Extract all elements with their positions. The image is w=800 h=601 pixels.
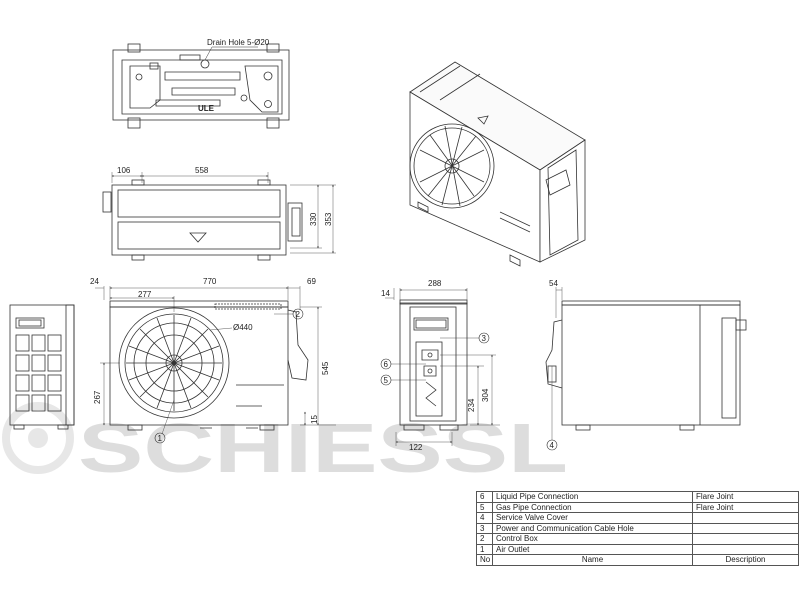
part-no: 4 [476, 512, 493, 524]
callout-3-marker [478, 332, 490, 344]
part-no: 2 [476, 533, 493, 545]
dim-front-fan-center-height: 267 [93, 390, 102, 404]
dim-plan-left-offset: 106 [117, 166, 131, 175]
part-no: 5 [476, 501, 493, 513]
part-description: Flare Joint [692, 501, 799, 513]
part-description [692, 512, 799, 524]
dim-side-base-width: 122 [409, 443, 423, 452]
side-view-left [9, 304, 75, 430]
table-row: 3 Power and Communication Cable Hole [476, 522, 799, 534]
front-view: 24 770 69 277 Ø440 545 267 15 1 2 [90, 277, 336, 444]
callout-5: 5 [384, 376, 389, 385]
side-view-right: 14 288 122 234 304 3 6 5 [380, 279, 500, 452]
dim-plan-width: 558 [195, 166, 209, 175]
callout-6: 6 [384, 360, 389, 369]
callout-1: 1 [158, 434, 163, 443]
callout-2: 2 [296, 310, 301, 319]
part-name: Air Outlet [492, 543, 693, 555]
top-view: Drain Hole 5-Ø20 ULE [112, 38, 290, 129]
grille-text: ULE [198, 104, 215, 113]
plan-view: 106 558 330 353 [102, 166, 336, 261]
isometric-view [409, 61, 586, 267]
callout-4: 4 [550, 441, 555, 450]
dim-front-fan-offset: 277 [138, 290, 152, 299]
header-name: Name [492, 554, 693, 566]
part-no: 3 [476, 522, 493, 534]
dim-rear-top-offset: 54 [549, 279, 558, 288]
dim-front-left-offset: 24 [90, 277, 99, 286]
part-description [692, 543, 799, 555]
part-name: Service Valve Cover [492, 512, 693, 524]
dim-plan-depth-outer: 353 [324, 212, 333, 226]
header-description: Description [692, 554, 799, 566]
table-row: 1 Air Outlet [476, 543, 799, 555]
dim-front-height: 545 [321, 361, 330, 375]
callout-3: 3 [482, 334, 487, 343]
part-no: 6 [476, 491, 493, 503]
callout-2-marker [292, 308, 304, 320]
table-row: 2 Control Box [476, 533, 799, 545]
part-no: 1 [476, 543, 493, 555]
dim-front-foot-height: 15 [310, 415, 319, 424]
part-description: Flare Joint [692, 491, 799, 503]
dim-plan-depth-inner: 330 [309, 212, 318, 226]
dim-front-right-offset: 69 [307, 277, 316, 286]
dim-side-conn-height-2: 304 [481, 388, 490, 402]
table-row: 5 Gas Pipe Connection Flare Joint [476, 501, 799, 513]
part-name: Control Box [492, 533, 693, 545]
table-row: 4 Service Valve Cover [476, 512, 799, 524]
dim-side-left-offset: 14 [381, 289, 390, 298]
watermark-logo-icon [2, 402, 74, 474]
drain-hole-label: Drain Hole 5-Ø20 [207, 38, 270, 47]
part-name: Gas Pipe Connection [492, 501, 693, 513]
watermark-text: SCHIESSL [78, 409, 568, 487]
part-name: Power and Communication Cable Hole [492, 522, 693, 534]
callout-6-marker [380, 358, 392, 370]
table-row: 6 Liquid Pipe Connection Flare Joint [476, 491, 799, 503]
watermark: SCHIESSL [2, 402, 568, 487]
dim-front-fan-diameter: Ø440 [233, 323, 253, 332]
part-description [692, 533, 799, 545]
rear-view: 54 4 [545, 279, 747, 451]
callout-1-marker [154, 432, 166, 444]
part-description [692, 522, 799, 534]
callout-4-marker [546, 439, 558, 451]
callout-5-marker [380, 374, 392, 386]
header-no: No [476, 554, 493, 566]
dim-front-width: 770 [203, 277, 217, 286]
table-header-row: No Name Description [476, 554, 799, 566]
dim-side-depth: 288 [428, 279, 442, 288]
parts-table: 6 Liquid Pipe Connection Flare Joint 5 G… [476, 491, 799, 566]
dim-side-conn-height-1: 234 [467, 398, 476, 412]
part-name: Liquid Pipe Connection [492, 491, 693, 503]
